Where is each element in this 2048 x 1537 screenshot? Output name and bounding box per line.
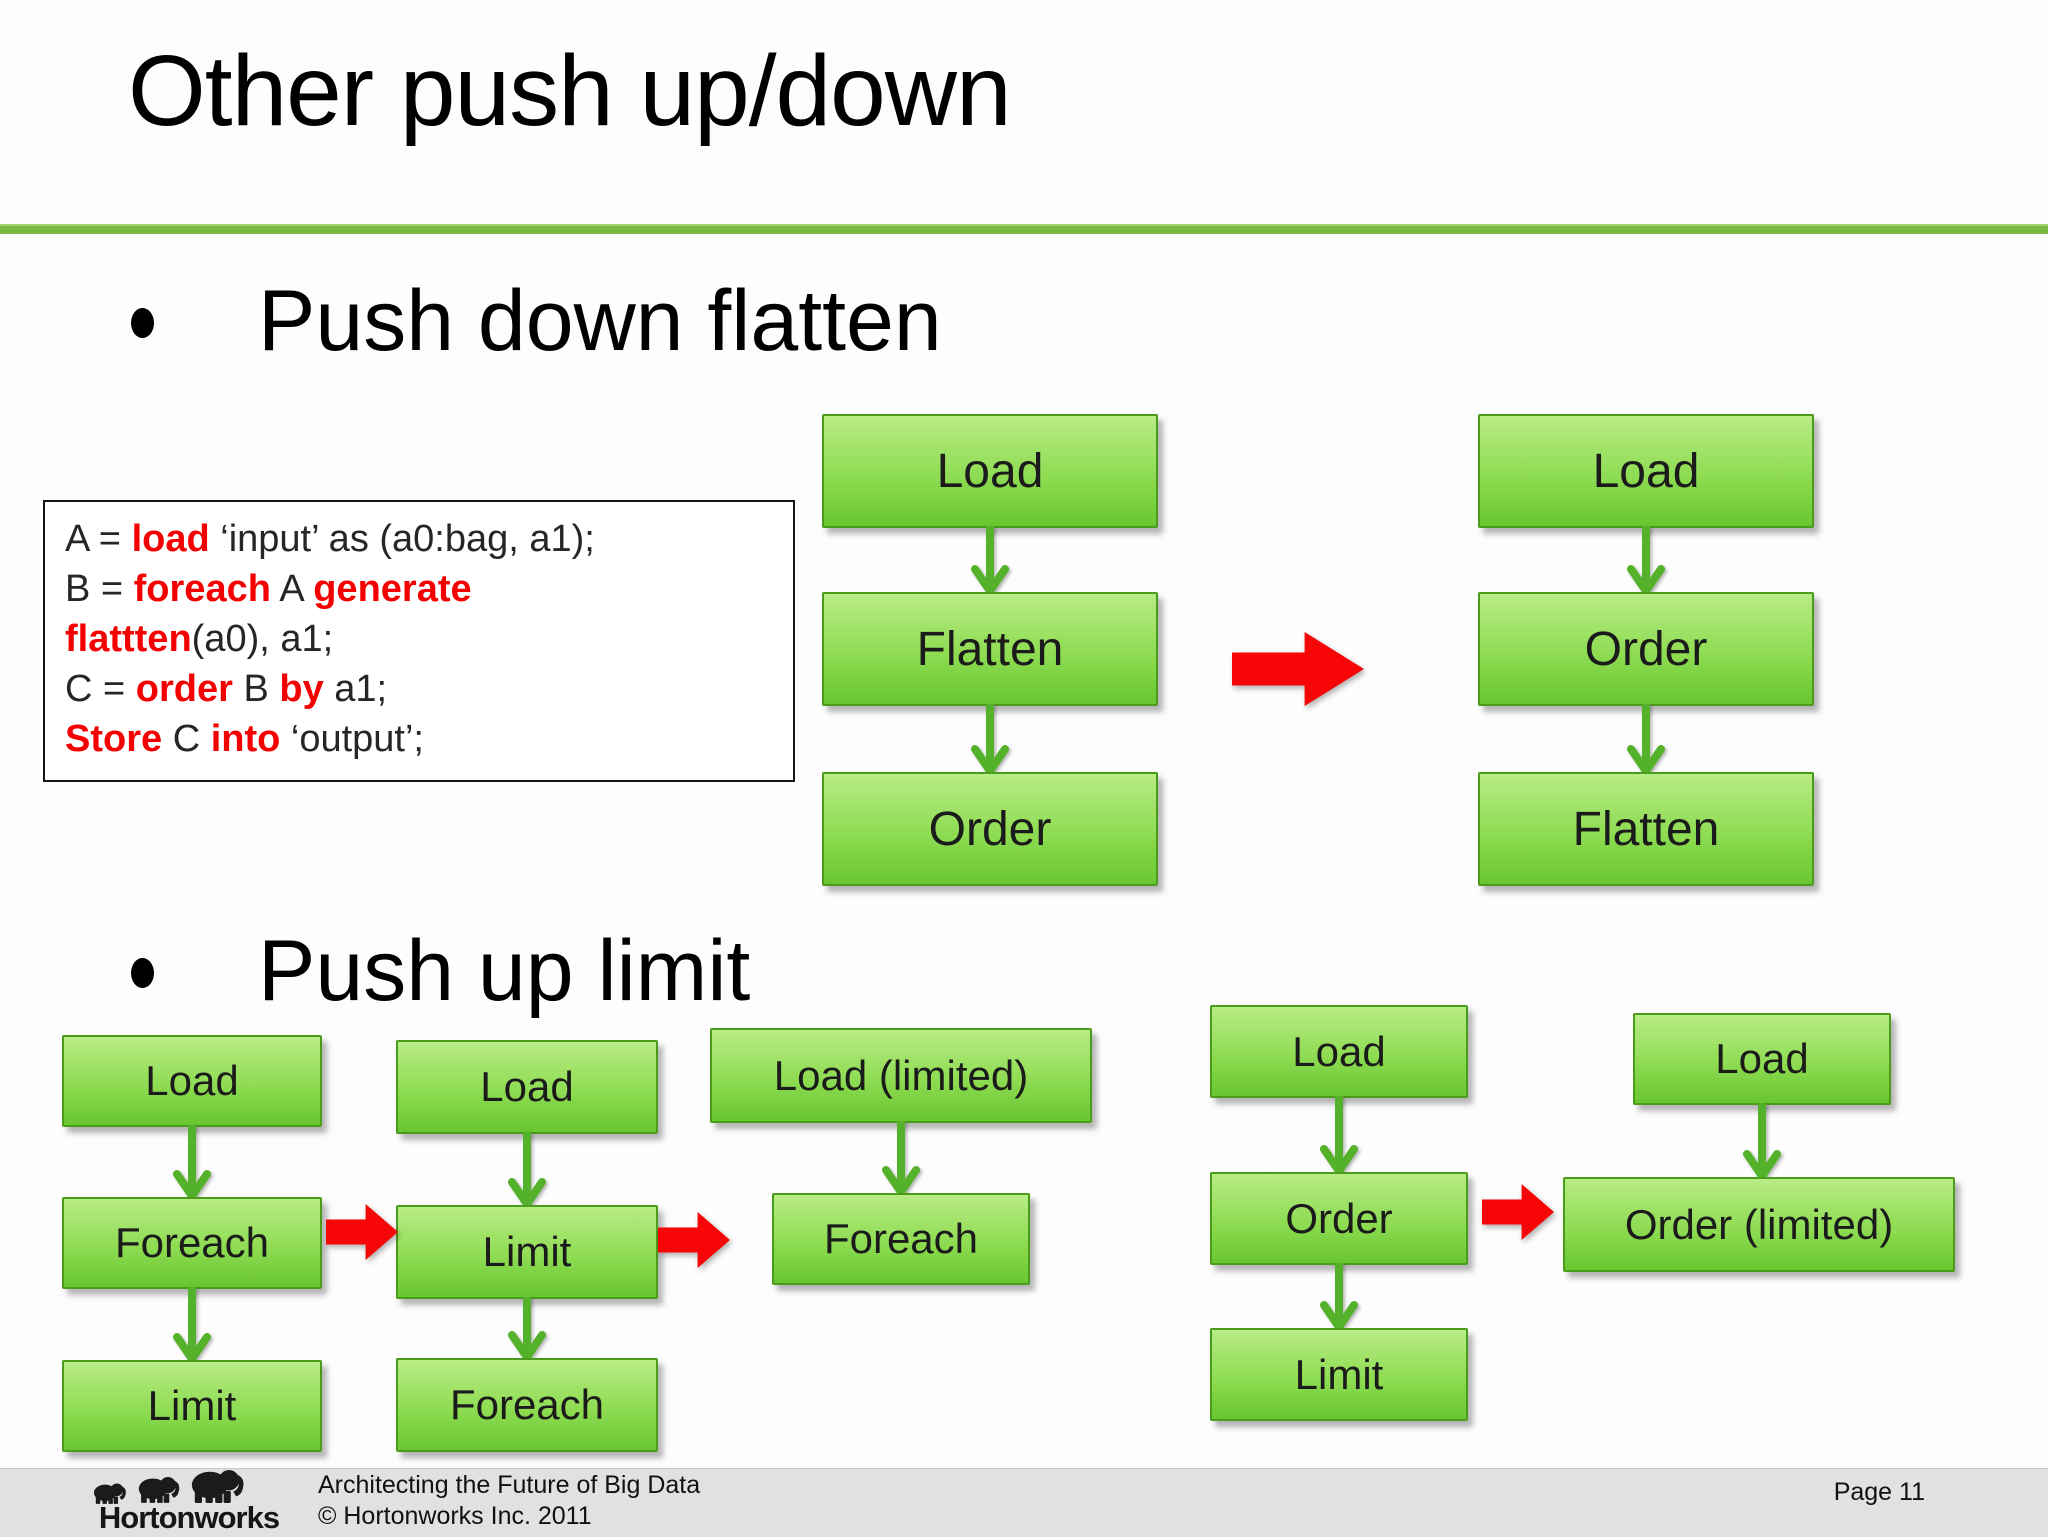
code-segment: order: [135, 668, 233, 710]
flow-box: Limit: [396, 1205, 658, 1299]
flow-box-label: Load (limited): [773, 1051, 1029, 1099]
bullet-push-down-flatten: Push down flatten: [131, 272, 942, 371]
transform-arrow-right-icon: [326, 1204, 398, 1260]
flow-box-label: Foreach: [823, 1215, 979, 1262]
title-divider: [0, 224, 2048, 234]
flow-box-label: Load: [1292, 1027, 1386, 1075]
flow-box-label: Load: [1715, 1035, 1809, 1082]
flow-box-label: Load: [1592, 444, 1700, 498]
code-segment: B =: [65, 568, 134, 610]
elephants-icon: [93, 1470, 244, 1504]
flow-box: Limit: [62, 1360, 322, 1452]
bullet-label: Push down flatten: [258, 273, 942, 369]
code-segment: C: [162, 718, 211, 760]
code-segment: A =: [65, 518, 132, 560]
flow-arrow-down-icon: [882, 1121, 920, 1196]
code-segment: by: [279, 668, 324, 710]
transform-arrow-right-icon: [1482, 1184, 1554, 1240]
code-segment: A: [270, 568, 314, 610]
flow-box: Foreach: [62, 1197, 322, 1289]
flow-box-label: Foreach: [114, 1219, 270, 1266]
flow-box-label: Flatten: [916, 622, 1064, 676]
bullet-icon: [131, 958, 154, 988]
code-segment: B: [232, 668, 280, 710]
flow-box-label: Flatten: [1572, 802, 1720, 856]
code-segment: (a0), a1;: [191, 618, 334, 660]
flow-arrow-down-icon: [173, 1125, 211, 1200]
flow-box-label: Load: [480, 1063, 574, 1110]
flow-box: Flatten: [1478, 772, 1814, 886]
code-segment: Store: [65, 718, 163, 760]
flow-arrow-down-icon: [971, 526, 1009, 595]
transform-arrow-right-icon: [1232, 632, 1364, 706]
code-line: flattten(a0), a1;: [65, 614, 793, 664]
footer-tagline: Architecting the Future of Big Data © Ho…: [318, 1470, 700, 1532]
code-line: C = order B by a1;: [65, 664, 793, 714]
flow-box: Load (limited): [710, 1028, 1092, 1123]
flow-box: Order: [822, 772, 1158, 886]
flow-arrow-down-icon: [173, 1287, 211, 1363]
flow-box: Load: [1633, 1013, 1891, 1105]
flow-box-label: Order: [928, 802, 1052, 856]
page-title: Other push up/down: [128, 35, 1012, 147]
flow-box-label: Load: [936, 444, 1044, 498]
bullet-icon: [131, 308, 154, 338]
footer-bar: [0, 1468, 2048, 1537]
flow-arrow-down-icon: [1320, 1096, 1358, 1175]
flow-box-label: Foreach: [449, 1381, 605, 1428]
flow-arrow-down-icon: [508, 1132, 546, 1208]
code-line: A = load ‘input’ as (a0:bag, a1);: [65, 514, 793, 564]
tagline-line1: Architecting the Future of Big Data: [318, 1471, 701, 1499]
code-segment: into: [210, 718, 281, 760]
bullet-label: Push up limit: [258, 923, 751, 1019]
code-segment: ‘output’;: [280, 718, 424, 760]
flow-box: Load: [1478, 414, 1814, 528]
flow-arrow-down-icon: [971, 704, 1009, 775]
code-segment: flattten: [65, 618, 192, 660]
code-line: Store C into ‘output’;: [65, 714, 793, 764]
flow-box: Load: [822, 414, 1158, 528]
code-segment: load: [131, 518, 210, 560]
code-segment: foreach: [133, 568, 271, 610]
code-segment: generate: [313, 568, 472, 610]
flow-box: Foreach: [772, 1193, 1030, 1285]
bullet-push-up-limit: Push up limit: [131, 922, 750, 1021]
flow-box-label: Order: [1584, 622, 1708, 676]
logo-wordmark: Hortonworks: [98, 1500, 280, 1535]
flow-arrow-down-icon: [508, 1297, 546, 1361]
flow-arrow-down-icon: [1627, 526, 1665, 595]
flow-box-label: Load: [145, 1057, 239, 1104]
code-segment: a1;: [323, 668, 388, 710]
flow-box: Flatten: [822, 592, 1158, 706]
code-segment: ‘input’ as (a0:bag, a1);: [209, 518, 595, 560]
flow-box: Foreach: [396, 1358, 658, 1452]
flow-box: Load: [396, 1040, 658, 1134]
flow-arrow-down-icon: [1320, 1263, 1358, 1331]
flow-arrow-down-icon: [1743, 1103, 1781, 1180]
copyright-line: © Hortonworks Inc. 2011: [318, 1502, 592, 1530]
page-number: Page 11: [1833, 1478, 1925, 1506]
hortonworks-logo: Hortonworks: [84, 1458, 294, 1536]
flow-box-label: Order (limited): [1624, 1200, 1894, 1248]
code-segment: C =: [65, 668, 136, 710]
flow-arrow-down-icon: [1627, 704, 1665, 775]
flow-box-label: Order: [1285, 1194, 1393, 1242]
flow-box: Order (limited): [1563, 1177, 1955, 1272]
transform-arrow-right-icon: [658, 1212, 730, 1268]
flow-box-label: Limit: [482, 1228, 572, 1275]
flow-box-label: Limit: [147, 1382, 237, 1429]
flow-box: Order: [1210, 1172, 1468, 1265]
pig-code-box: A = load ‘input’ as (a0:bag, a1);B = for…: [43, 500, 795, 782]
flow-box-label: Limit: [1294, 1350, 1384, 1398]
flow-box: Order: [1478, 592, 1814, 706]
code-line: B = foreach A generate: [65, 564, 793, 614]
flow-box: Load: [62, 1035, 322, 1127]
flow-box: Load: [1210, 1005, 1468, 1098]
flow-box: Limit: [1210, 1328, 1468, 1421]
